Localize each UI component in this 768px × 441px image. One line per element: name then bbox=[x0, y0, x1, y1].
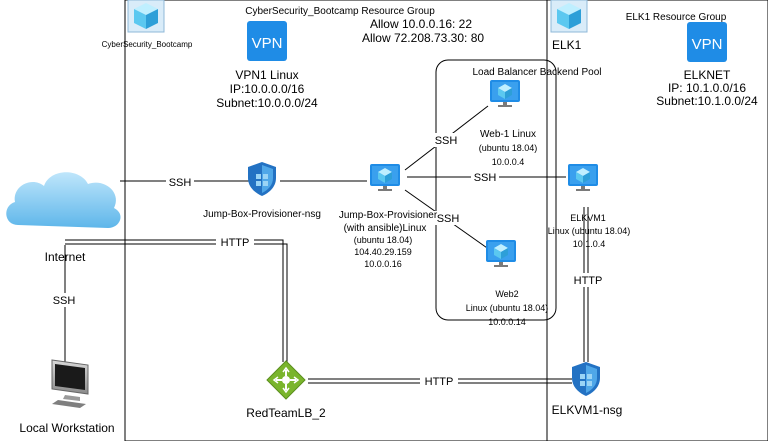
web2-line2: Linux (ubuntu 18.04) bbox=[466, 303, 549, 313]
backend-pool-title: Load Balancer Backend Pool bbox=[473, 67, 602, 78]
elk-group-header: ELK1 ELK1 Resource Group bbox=[550, 0, 727, 52]
ssh-label-workstation: SSH bbox=[53, 295, 76, 307]
ssh-label-web2: SSH bbox=[437, 213, 460, 225]
web1-line1: Web-1 Linux bbox=[480, 129, 536, 140]
web2-line3: 10.0.0.14 bbox=[488, 317, 526, 327]
bootcamp-group-header: CyberSecurity_Bootcamp CyberSecurity_Boo… bbox=[102, 0, 484, 49]
link-lb-internet bbox=[65, 239, 288, 362]
cloud-icon bbox=[6, 172, 121, 228]
internet-label: Internet bbox=[45, 250, 86, 264]
web1-node: Web-1 Linux (ubuntu 18.04) 10.0.0.4 bbox=[479, 80, 538, 167]
virtual-machine-icon bbox=[568, 164, 598, 191]
ssh-label-elkvm1: SSH bbox=[474, 172, 497, 184]
vpn1-ip: IP:10.0.0.0/16 bbox=[230, 82, 305, 96]
virtual-machine-icon bbox=[370, 164, 400, 191]
vpn1-name: VPN1 Linux bbox=[235, 68, 298, 82]
jump-nsg-label: Jump-Box-Provisioner-nsg bbox=[203, 209, 321, 220]
http-label-elk-nsg: HTTP bbox=[574, 275, 603, 287]
workstation-label: Local Workstation bbox=[19, 421, 114, 435]
web1-line3: 10.0.0.4 bbox=[492, 157, 525, 167]
http-label-lb-elk-nsg: HTTP bbox=[425, 376, 454, 388]
nsg-rule-ssh: Allow 10.0.0.16: 22 bbox=[370, 17, 472, 31]
elk-group-label: ELK1 bbox=[552, 38, 582, 52]
elkvm1-line3: 10.1.0.4 bbox=[573, 239, 606, 249]
svg-text:VPN: VPN bbox=[692, 36, 723, 53]
svg-text:VPN: VPN bbox=[252, 35, 283, 52]
vpn1-subnet: Subnet:10.0.0.0/24 bbox=[216, 96, 318, 110]
elknet-vnet: VPN ELKNET IP: 10.1.0.0/16 Subnet:10.1.0… bbox=[656, 22, 758, 108]
elkvm1-node: ELKVM1 Linux (ubuntu 18.04) 10.1.0.4 bbox=[548, 164, 631, 249]
workstation-node: Local Workstation bbox=[19, 359, 115, 435]
backend-pool-box bbox=[435, 59, 557, 321]
jump-box-line4: 104.40.29.159 bbox=[354, 247, 412, 257]
vpn1-vnet: VPN VPN1 Linux IP:10.0.0.0/16 Subnet:10.… bbox=[216, 21, 318, 110]
jump-nsg-node: Jump-Box-Provisioner-nsg bbox=[203, 162, 321, 220]
shield-icon bbox=[572, 362, 600, 396]
internet-node: Internet bbox=[6, 172, 121, 264]
elkvm1-line1: ELKVM1 bbox=[570, 213, 606, 223]
jump-box-line3: (ubuntu 18.04) bbox=[354, 235, 413, 245]
jump-box-line1: Jump-Box-Provisioner bbox=[339, 210, 438, 221]
bootcamp-icon-label: CyberSecurity_Bootcamp bbox=[102, 40, 193, 49]
web2-node: Web2 Linux (ubuntu 18.04) 10.0.0.14 bbox=[466, 240, 549, 327]
desktop-computer-icon bbox=[51, 359, 89, 408]
elk-group-title: ELK1 Resource Group bbox=[626, 12, 727, 23]
virtual-machine-icon bbox=[490, 80, 520, 107]
http-label-lb-internet: HTTP bbox=[221, 237, 250, 249]
vpn-icon: VPN bbox=[687, 22, 727, 62]
connection-labels: SSH SSH HTTP SSH SSH SSH HTTP HTTP bbox=[50, 133, 605, 388]
web1-line2: (ubuntu 18.04) bbox=[479, 143, 538, 153]
elk-nsg-label: ELKVM1-nsg bbox=[552, 403, 623, 417]
elk-group-border bbox=[546, 0, 768, 441]
bootcamp-group-title: CyberSecurity_Bootcamp Resource Group bbox=[245, 6, 435, 17]
load-balancer-icon bbox=[266, 360, 306, 400]
resource-group-icon bbox=[127, 0, 165, 33]
virtual-machine-icon bbox=[486, 240, 516, 267]
nsg-rule-http: Allow 72.208.73.30: 80 bbox=[362, 31, 484, 45]
jump-box-node: Jump-Box-Provisioner (with ansible)Linux… bbox=[339, 164, 438, 269]
ssh-label-internet: SSH bbox=[169, 177, 192, 189]
ssh-label-web1: SSH bbox=[435, 135, 458, 147]
elk-nsg-node: ELKVM1-nsg bbox=[552, 362, 623, 417]
resource-group-icon bbox=[550, 0, 588, 33]
elknet-name: ELKNET bbox=[684, 68, 731, 82]
jump-box-line2: (with ansible)Linux bbox=[344, 223, 427, 234]
jump-box-line5: 10.0.0.16 bbox=[364, 259, 402, 269]
elkvm1-line2: Linux (ubuntu 18.04) bbox=[548, 226, 631, 236]
shield-icon bbox=[248, 162, 276, 196]
load-balancer-node: RedTeamLB_2 bbox=[246, 360, 326, 420]
web2-line1: Web2 bbox=[495, 289, 518, 299]
elknet-ip: IP: 10.1.0.0/16 bbox=[668, 81, 746, 95]
vpn-icon: VPN bbox=[247, 21, 287, 61]
elknet-subnet: Subnet:10.1.0.0/24 bbox=[656, 94, 758, 108]
lb-label: RedTeamLB_2 bbox=[246, 406, 326, 420]
